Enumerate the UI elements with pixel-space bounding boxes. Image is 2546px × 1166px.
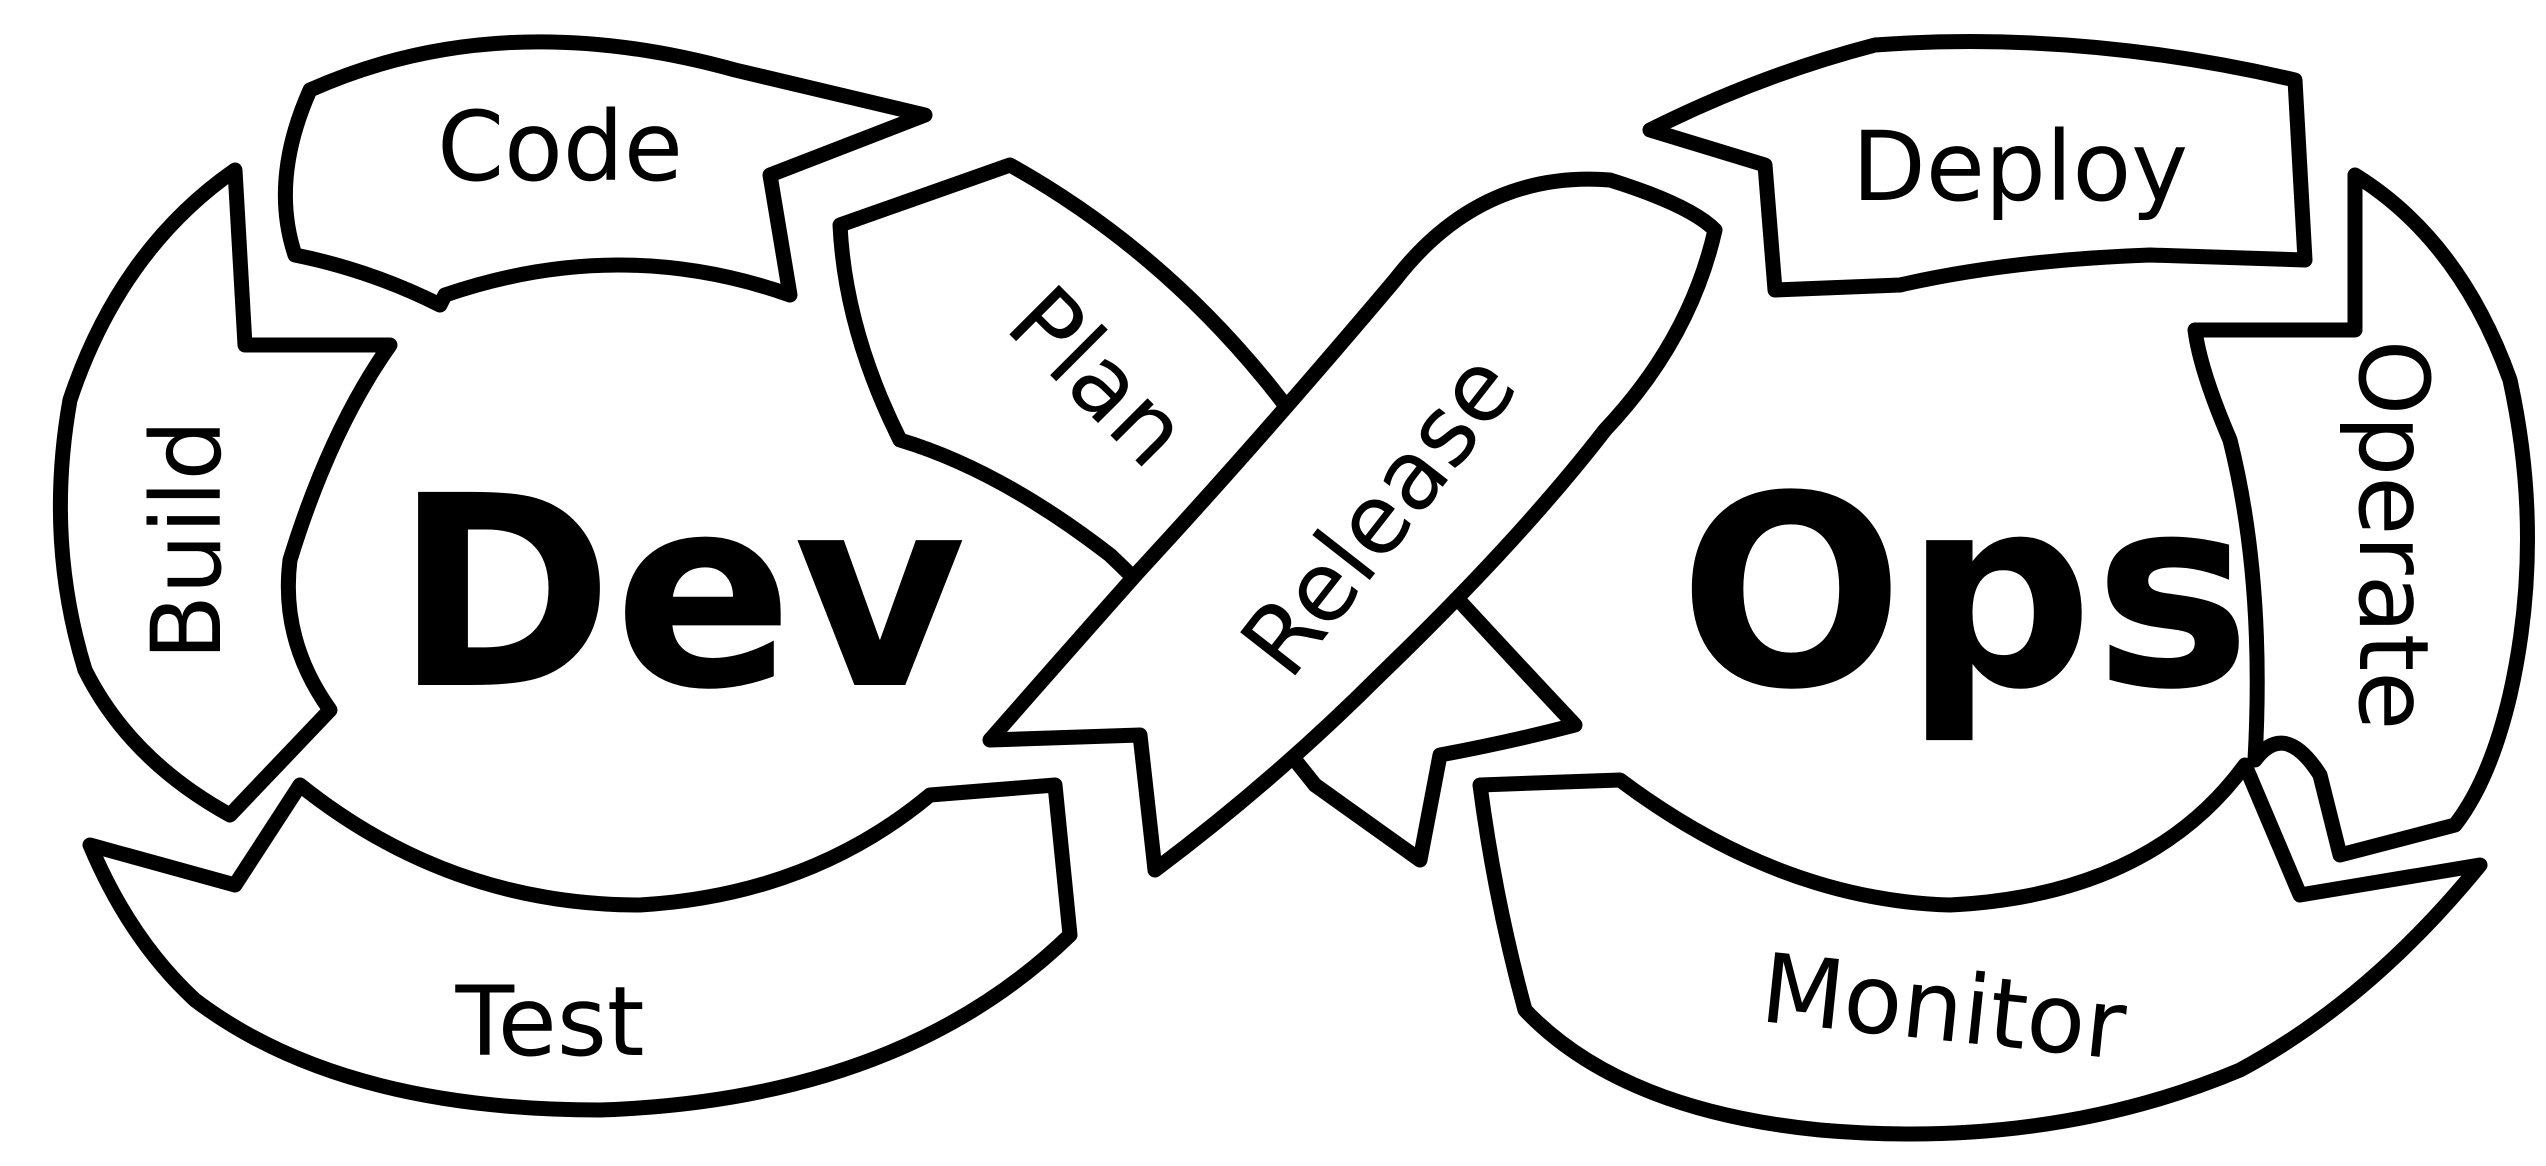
code-arrow: [277, 34, 933, 313]
ops-hub-label: Ops: [1679, 440, 2252, 748]
release-ribbon: [982, 171, 1723, 878]
test-label: Test: [454, 966, 644, 1078]
deploy-arrow: [1642, 34, 2313, 298]
dev-hub-label: Dev: [394, 440, 966, 748]
operate-arrow: [2187, 167, 2535, 863]
test-arrow: [82, 777, 1078, 1118]
operate-label: Operate: [2337, 340, 2449, 731]
build-label: Build: [131, 420, 243, 661]
monitor-arrow: [1472, 757, 2488, 1142]
deploy-label: Deploy: [1852, 111, 2188, 223]
build-arrow: [52, 162, 398, 823]
code-label: Code: [437, 91, 683, 203]
